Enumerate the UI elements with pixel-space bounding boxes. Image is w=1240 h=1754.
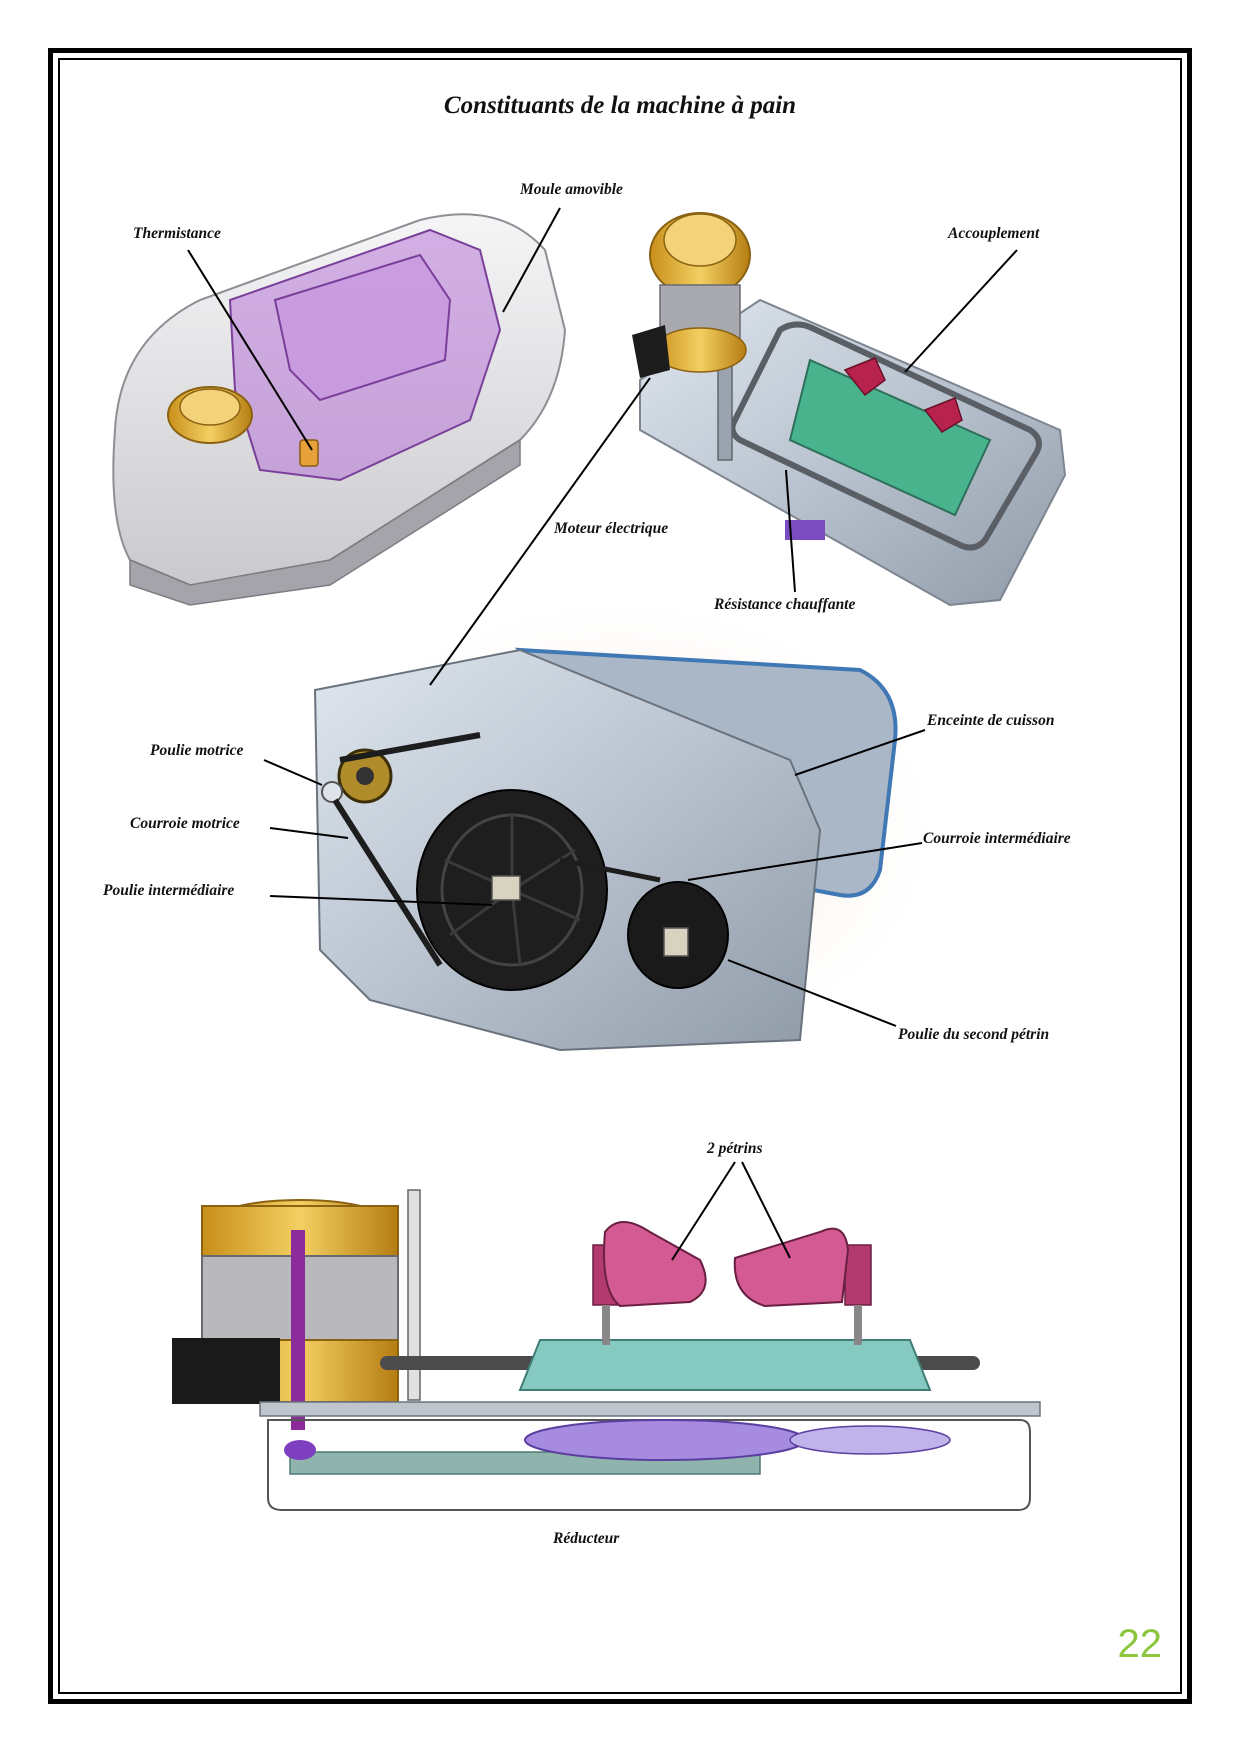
label-courroie-intermediaire: Courroie intermédiaire (923, 830, 1071, 847)
label-thermistance: Thermistance (133, 225, 221, 242)
label-enceinte-cuisson: Enceinte de cuisson (927, 712, 1055, 729)
label-poulie-intermediaire: Poulie intermédiaire (103, 882, 235, 899)
page-border-outer (48, 48, 1192, 1704)
label-poulie-motrice: Poulie motrice (150, 742, 244, 759)
label-moteur-electrique: Moteur électrique (554, 520, 669, 537)
leader-lines (187, 207, 1018, 1261)
label-courroie-motrice: Courroie motrice (130, 815, 240, 832)
label-resistance-chauffante: Résistance chauffante (714, 596, 856, 613)
label-reducteur: Réducteur (553, 1530, 620, 1547)
bread-machine-transparent-illustration (112, 213, 567, 606)
label-2-petrins: 2 pétrins (707, 1140, 763, 1157)
internal-mechanism-photo (290, 590, 950, 1070)
section-view-diagram (172, 1189, 1041, 1511)
label-accouplement: Accouplement (948, 225, 1040, 242)
page-title: Constituants de la machine à pain (443, 92, 797, 119)
page-number: 22 (1117, 1622, 1163, 1666)
label-moule-amovible: Moule amovible (520, 181, 623, 198)
label-poulie-second-petrin: Poulie du second pétrin (898, 1026, 1050, 1043)
base-plate-illustration (632, 212, 1067, 607)
page-border-inner (58, 58, 1182, 1694)
